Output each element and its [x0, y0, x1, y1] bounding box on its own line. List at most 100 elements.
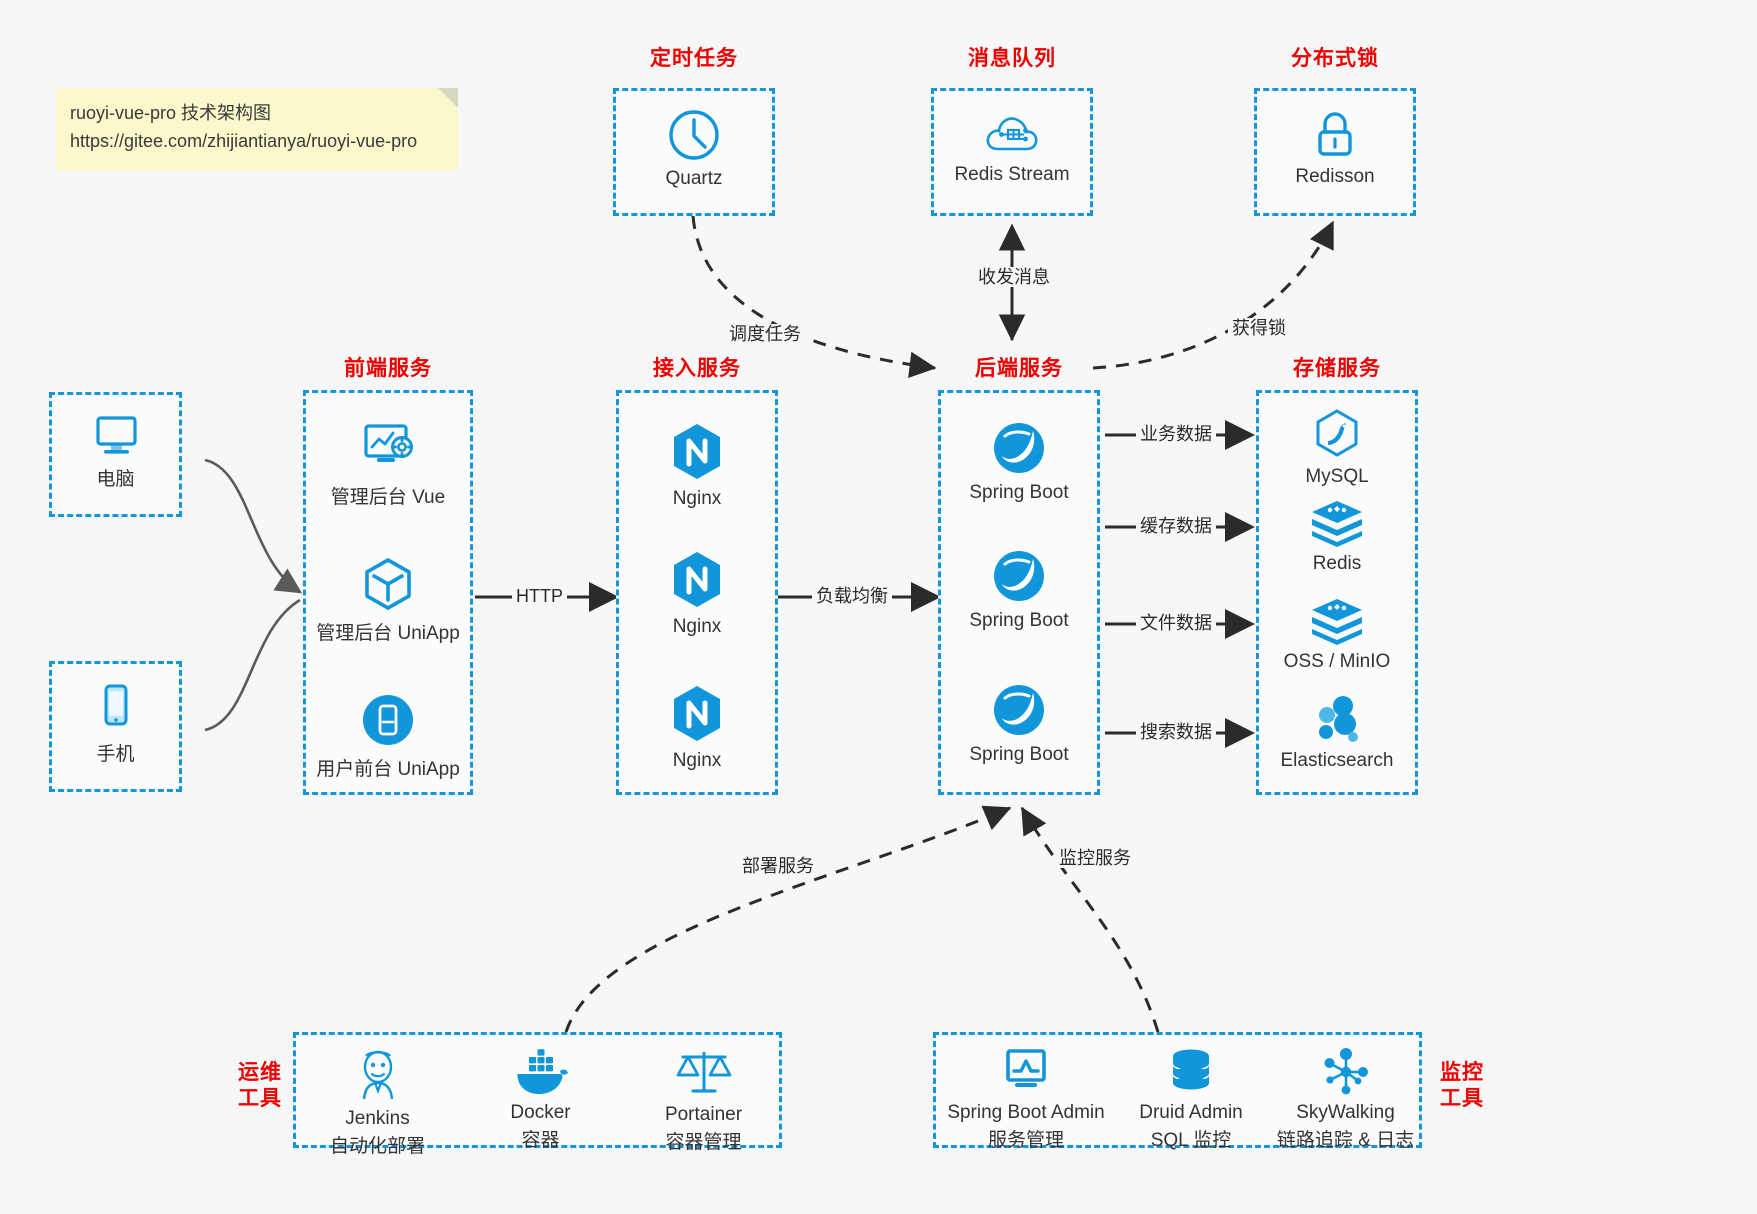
node-label: Docker	[510, 1102, 571, 1123]
node-sublabel: 容器	[521, 1130, 560, 1151]
node-label: 管理后台 UniApp	[316, 623, 460, 644]
database-cylinder-icon	[1116, 1047, 1266, 1097]
node-mysql[interactable]: MySQL	[1259, 407, 1415, 488]
group-backend: Spring Boot Spring Boot Spring Boot	[938, 390, 1100, 795]
caption-monitor-line1: 监控	[1440, 1061, 1484, 1084]
cube-icon	[306, 555, 470, 613]
caption-gateway: 接入服务	[653, 357, 741, 380]
edge-label-cache-data: 缓存数据	[1136, 516, 1216, 536]
node-desktop[interactable]: 电脑	[52, 411, 179, 491]
node-label: 电脑	[96, 469, 135, 490]
node-nginx-1[interactable]: Nginx	[619, 421, 775, 510]
node-skywalking[interactable]: SkyWalking 链路追踪 & 日志	[1266, 1047, 1425, 1152]
caption-storage: 存储服务	[1293, 357, 1381, 380]
node-docker[interactable]: Docker 容器	[459, 1047, 622, 1152]
node-druid-admin[interactable]: Druid Admin SQL 监控	[1116, 1047, 1266, 1152]
node-mobile[interactable]: 手机	[52, 682, 179, 766]
edge-label-acquire-lock: 获得锁	[1228, 318, 1290, 338]
node-label: Spring Boot	[969, 744, 1069, 765]
group-mq: Redis Stream	[931, 88, 1093, 216]
edge-label-file-data: 文件数据	[1136, 613, 1216, 633]
node-label: Spring Boot	[969, 610, 1069, 631]
clock-icon	[616, 107, 772, 163]
jenkins-butler-icon	[296, 1047, 459, 1103]
note-fold-corner-icon	[438, 88, 458, 108]
node-admin-uniapp[interactable]: 管理后台 UniApp	[306, 555, 470, 645]
node-quartz[interactable]: Quartz	[616, 107, 772, 190]
mysql-dolphin-icon	[1259, 407, 1415, 461]
note-title: ruoyi-vue-pro 技术架构图	[70, 103, 272, 123]
edge-label-monitor-service: 监控服务	[1055, 848, 1135, 868]
note-url: https://gitee.com/zhijiantianya/ruoyi-vu…	[70, 130, 418, 151]
elasticsearch-icon	[1259, 693, 1415, 745]
node-label: Elasticsearch	[1280, 750, 1394, 771]
redis-stack-icon	[1259, 498, 1415, 548]
node-spring-boot-1[interactable]: Spring Boot	[941, 419, 1097, 504]
smartphone-icon	[52, 682, 179, 734]
edge-label-load-balance: 负载均衡	[812, 586, 892, 606]
node-user-uniapp[interactable]: 用户前台 UniApp	[306, 691, 470, 781]
caption-monitor: 监控 工具	[1430, 1060, 1494, 1111]
node-label: Nginx	[672, 488, 722, 509]
monitor-chart-icon	[936, 1047, 1116, 1097]
node-sublabel: 容器管理	[665, 1132, 742, 1153]
node-redis-stream[interactable]: Redis Stream	[934, 109, 1090, 186]
edge-label-http: HTTP	[512, 586, 567, 606]
node-oss-minio[interactable]: OSS / MinIO	[1259, 596, 1415, 673]
caption-devops-line2: 工具	[238, 1086, 282, 1110]
group-client-desktop: 电脑	[49, 392, 182, 517]
docker-whale-icon	[459, 1047, 622, 1097]
node-label: Spring Boot Admin	[947, 1102, 1105, 1123]
node-spring-boot-3[interactable]: Spring Boot	[941, 681, 1097, 766]
node-jenkins[interactable]: Jenkins 自动化部署	[296, 1047, 459, 1158]
node-label: 管理后台 Vue	[330, 487, 446, 508]
diagram-note: ruoyi-vue-pro 技术架构图 https://gitee.com/zh…	[56, 88, 458, 170]
node-label: Jenkins	[345, 1108, 410, 1129]
group-monitor: Spring Boot Admin 服务管理 Druid Admin SQL 监	[933, 1032, 1422, 1151]
node-label: 用户前台 UniApp	[316, 759, 460, 780]
node-label: Quartz	[665, 168, 723, 189]
nginx-icon	[619, 683, 775, 745]
spring-leaf-icon	[941, 681, 1097, 739]
node-label: Redis	[1312, 553, 1362, 574]
node-sublabel: 链路追踪 & 日志	[1276, 1130, 1415, 1151]
edge-label-mq-messages: 收发消息	[974, 267, 1054, 287]
node-sublabel: SQL 监控	[1150, 1130, 1232, 1151]
node-label: Nginx	[672, 616, 722, 637]
group-lock: Redisson	[1254, 88, 1416, 216]
node-label: SkyWalking	[1296, 1102, 1395, 1123]
node-sublabel: 自动化部署	[329, 1136, 425, 1157]
node-portainer[interactable]: Portainer 容器管理	[622, 1047, 785, 1154]
caption-monitor-line2: 工具	[1440, 1086, 1484, 1110]
node-nginx-2[interactable]: Nginx	[619, 549, 775, 638]
node-label: Spring Boot	[969, 482, 1069, 503]
padlock-icon	[1257, 107, 1413, 161]
caption-backend: 后端服务	[975, 357, 1063, 380]
node-admin-vue[interactable]: 管理后台 Vue	[306, 421, 470, 509]
edge-label-schedule-task: 调度任务	[725, 324, 805, 344]
spring-leaf-icon	[941, 547, 1097, 605]
cloud-network-icon	[934, 109, 1090, 159]
caption-lock: 分布式锁	[1291, 47, 1379, 70]
node-label: Redisson	[1295, 166, 1375, 187]
scales-balance-icon	[622, 1047, 785, 1099]
node-spring-boot-2[interactable]: Spring Boot	[941, 547, 1097, 632]
node-elasticsearch[interactable]: Elasticsearch	[1259, 693, 1415, 772]
group-storage: MySQL Redis	[1256, 390, 1418, 795]
node-spring-boot-admin[interactable]: Spring Boot Admin 服务管理	[936, 1047, 1116, 1152]
spring-leaf-icon	[941, 419, 1097, 477]
caption-mq: 消息队列	[968, 47, 1056, 70]
node-nginx-3[interactable]: Nginx	[619, 683, 775, 772]
caption-scheduler: 定时任务	[650, 47, 738, 70]
group-gateway: Nginx Nginx Nginx	[616, 390, 778, 795]
node-label: Redis Stream	[954, 164, 1070, 185]
node-redis[interactable]: Redis	[1259, 498, 1415, 575]
dashboard-settings-icon	[306, 421, 470, 477]
caption-devops-line1: 运维	[238, 1061, 282, 1084]
edge-label-search-data: 搜索数据	[1136, 722, 1216, 742]
caption-devops: 运维 工具	[228, 1060, 292, 1111]
edge-label-deploy-service: 部署服务	[738, 856, 818, 876]
node-redisson[interactable]: Redisson	[1257, 107, 1413, 188]
